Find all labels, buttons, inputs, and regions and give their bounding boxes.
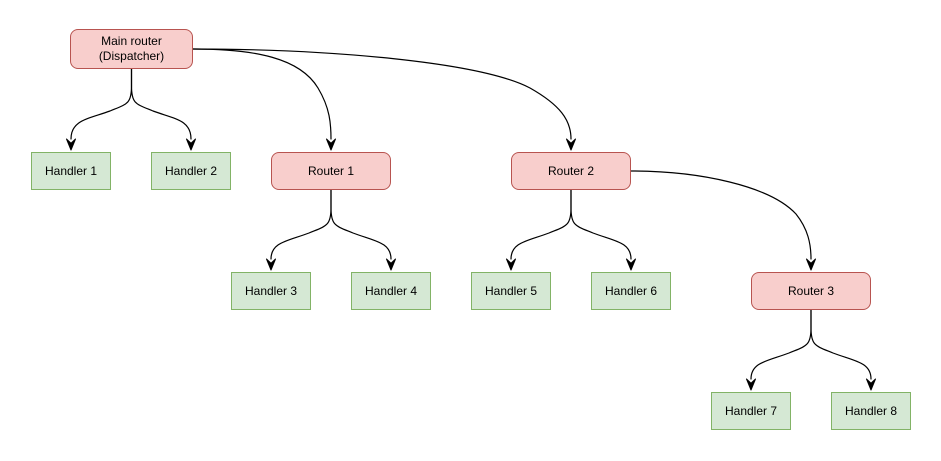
node-handler-2[interactable]: Handler 2	[151, 152, 231, 190]
arrow-head-icon	[386, 258, 396, 271]
node-label: Router 3	[787, 283, 835, 298]
arrow-head-icon	[326, 138, 336, 151]
node-handler-5[interactable]: Handler 5	[471, 272, 551, 310]
edge-main-router-to-router-1	[192, 48, 336, 151]
arrow-head-icon	[506, 258, 516, 271]
node-label: Handler 1	[44, 163, 98, 178]
node-label: Handler 7	[724, 403, 778, 418]
node-label: Handler 2	[164, 163, 218, 178]
arrow-head-icon	[806, 258, 816, 271]
node-label: Handler 8	[844, 403, 898, 418]
node-label: Handler 5	[484, 283, 538, 298]
edge-router-2-to-router-3	[630, 170, 816, 271]
node-handler-6[interactable]: Handler 6	[591, 272, 671, 310]
edge-router-3-to-handler-8	[810, 309, 876, 391]
node-main-router[interactable]: Main router (Dispatcher)	[70, 29, 193, 69]
edge-router-1-to-handler-3	[266, 189, 332, 271]
node-handler-8[interactable]: Handler 8	[831, 392, 911, 430]
node-label: Router 1	[307, 163, 355, 178]
arrow-head-icon	[566, 138, 576, 151]
arrow-head-icon	[266, 258, 276, 271]
edge-main-router-to-handler-2	[130, 68, 196, 151]
node-handler-3[interactable]: Handler 3	[231, 272, 311, 310]
edge-router-2-to-handler-6	[570, 189, 636, 271]
node-label: Router 2	[547, 163, 595, 178]
arrow-head-icon	[866, 378, 876, 391]
edge-router-3-to-handler-7	[746, 309, 812, 391]
node-label: Handler 4	[364, 283, 418, 298]
edge-router-2-to-handler-5	[506, 189, 572, 271]
node-router-1[interactable]: Router 1	[271, 152, 391, 190]
node-handler-1[interactable]: Handler 1	[31, 152, 111, 190]
node-label: Handler 6	[604, 283, 658, 298]
node-handler-7[interactable]: Handler 7	[711, 392, 791, 430]
arrow-head-icon	[746, 378, 756, 391]
node-label: Main router (Dispatcher)	[98, 34, 165, 63]
node-label: Handler 3	[244, 283, 298, 298]
arrow-head-icon	[186, 138, 196, 151]
edge-router-1-to-handler-4	[330, 189, 396, 271]
arrow-head-icon	[66, 138, 76, 151]
arrow-head-icon	[626, 258, 636, 271]
edge-main-router-to-router-2	[192, 48, 576, 151]
node-router-2[interactable]: Router 2	[511, 152, 631, 190]
node-handler-4[interactable]: Handler 4	[351, 272, 431, 310]
edge-main-router-to-handler-1	[66, 68, 133, 151]
node-router-3[interactable]: Router 3	[751, 272, 871, 310]
